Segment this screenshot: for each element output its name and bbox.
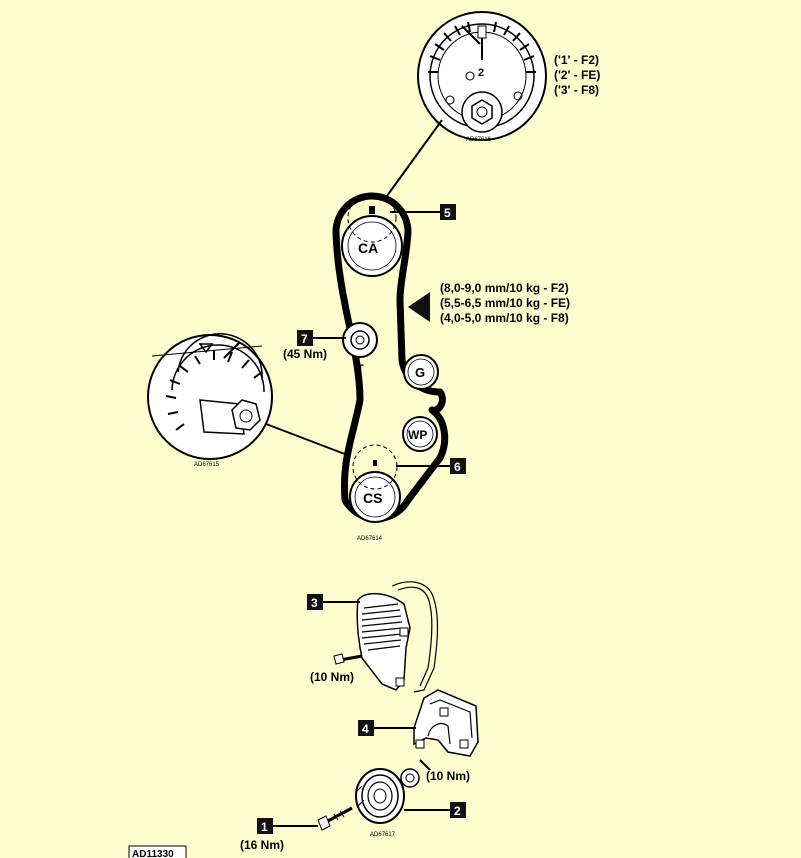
callout-6-number: 6 (454, 460, 461, 474)
callout-7 (297, 330, 313, 346)
callout-5 (440, 204, 456, 220)
tensioner-label: T (357, 363, 364, 375)
tensioner-pulley: T (342, 322, 378, 375)
timing-belt (332, 192, 449, 523)
cam-detail-leader (383, 119, 443, 201)
callout-1-number: 1 (261, 820, 268, 834)
cam-variant-1: ('1' - F2) (554, 53, 599, 67)
crankshaft-pulley: CS AD67614 (349, 444, 401, 542)
tensioner-torque: (45 Nm) (283, 347, 327, 361)
figure-id: AD11330 (132, 849, 174, 858)
pulley-assembly-code: AD67617 (370, 832, 396, 838)
callout-4-number: 4 (362, 722, 369, 736)
belt-tension-fe: (5,5-6,5 mm/10 kg - FE) (440, 296, 570, 310)
crankshaft-pulley-label: CS (363, 490, 382, 506)
belt-tension-f2: (8,0-9,0 mm/10 kg - F2) (440, 281, 569, 295)
callout-3 (307, 594, 323, 610)
crank-bolt (317, 806, 353, 831)
lower-timing-cover (413, 689, 479, 757)
upper-cover-bolt (333, 653, 363, 665)
callout-7-number: 7 (301, 332, 308, 346)
belt-layout-code: AD67614 (357, 536, 383, 542)
camshaft-detail-code: AD67616 (466, 137, 492, 143)
callout-3-number: 3 (311, 596, 318, 610)
callout-2-number: 2 (454, 804, 461, 818)
callout-6 (450, 458, 466, 474)
crank-bolt-torque: (16 Nm) (240, 838, 284, 852)
callout-4 (358, 720, 374, 736)
callout-2 (450, 802, 466, 818)
figure-id-box (128, 845, 187, 858)
crankshaft-detail-code: AD67615 (194, 462, 220, 468)
crankshaft-detail: AD67615 (147, 333, 273, 468)
lower-cover-bolt (400, 759, 431, 788)
callout-1 (257, 818, 273, 834)
upper-cover-torque: (10 Nm) (310, 670, 354, 684)
cam-variant-3: ('3' - F8) (554, 83, 599, 97)
generator-pulley: G (403, 354, 439, 390)
crank-detail-leader (265, 423, 351, 457)
water-pump-label: WP (408, 428, 427, 442)
callout-5-number: 5 (444, 206, 451, 220)
cam-mark-number: 2 (478, 67, 484, 79)
camshaft-detail: 2 AD67616 (417, 11, 547, 143)
belt-tension-f8: (4,0-5,0 mm/10 kg - F8) (440, 311, 569, 325)
belt-tension-arrow (408, 292, 430, 322)
camshaft-pulley: CA (341, 193, 403, 277)
generator-label: G (415, 365, 425, 380)
lower-cover-torque: (10 Nm) (426, 769, 470, 783)
crankshaft-pulley-part: AD67617 (355, 768, 405, 838)
upper-timing-cover (356, 581, 439, 693)
water-pump-pulley: WP (402, 416, 438, 452)
camshaft-pulley-label: CA (358, 240, 378, 256)
cam-variant-2: ('2' - FE) (554, 68, 600, 82)
